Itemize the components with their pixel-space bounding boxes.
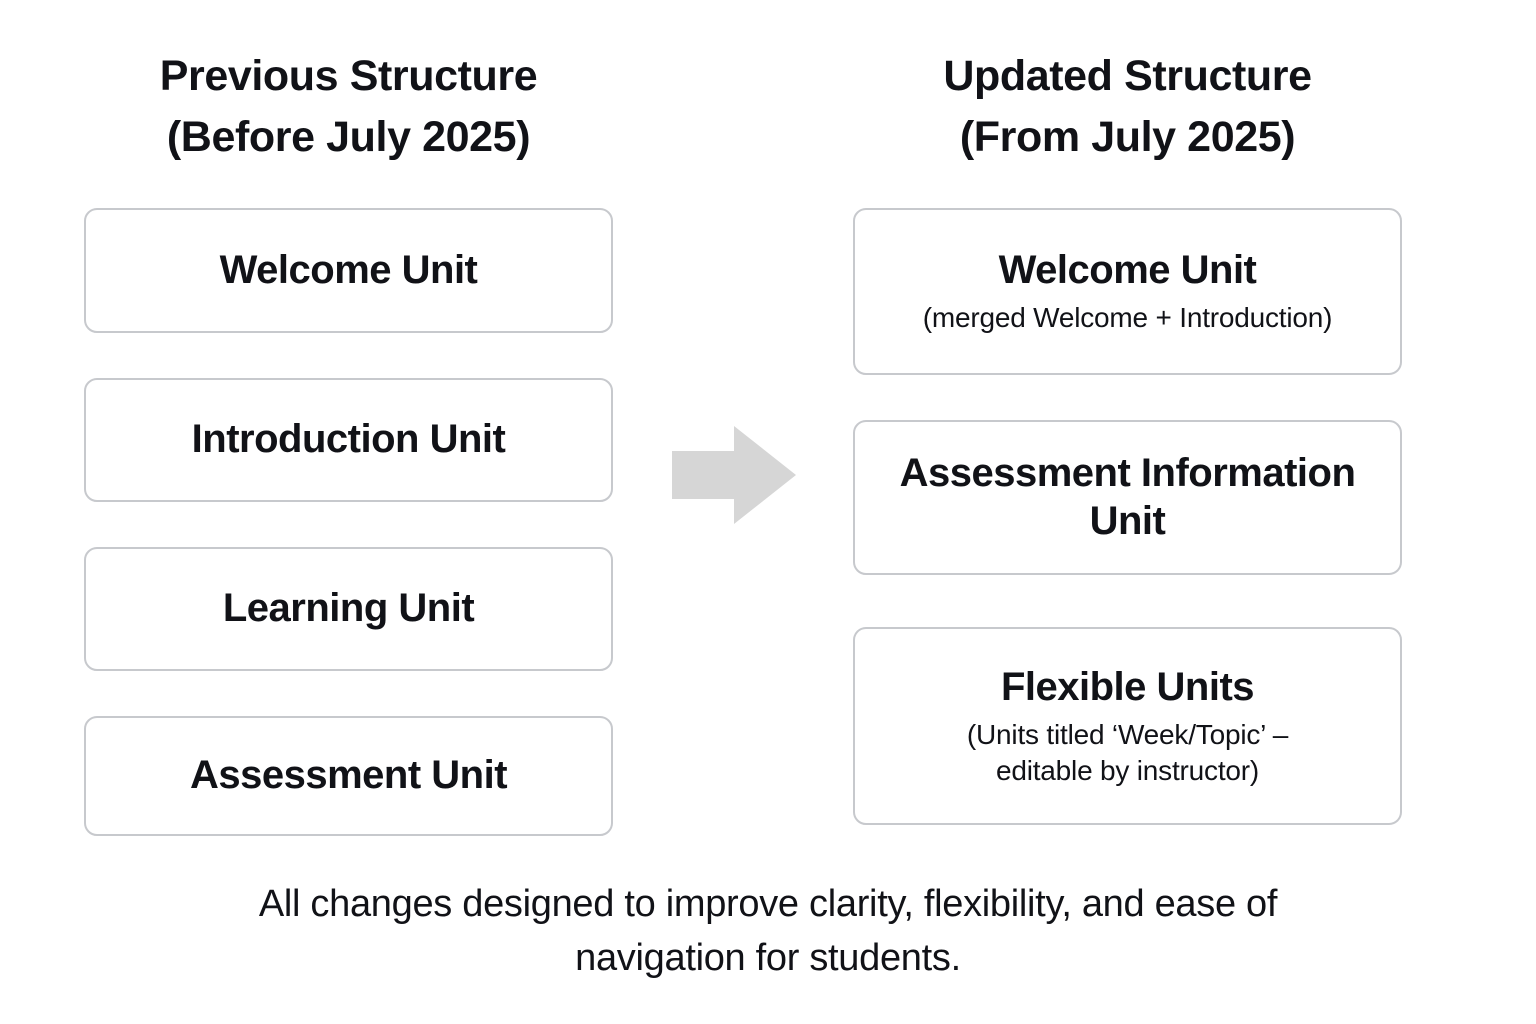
previous-unit-box-welcome[interactable]: Welcome Unit — [84, 208, 613, 333]
right-arrow-icon — [672, 424, 796, 526]
unit-title: Learning Unit — [222, 586, 475, 631]
updated-unit-box-assessment-information[interactable]: Assessment Information Unit — [853, 420, 1402, 575]
updated-structure-heading: Updated Structure (From July 2025) — [943, 52, 1312, 162]
previous-structure-heading: Previous Structure (Before July 2025) — [159, 52, 538, 162]
unit-title: Assessment Information Unit — [899, 451, 1356, 543]
previous-unit-box-assessment[interactable]: Assessment Unit — [84, 716, 613, 836]
unit-title: Flexible Units — [1000, 664, 1255, 709]
previous-unit-box-learning[interactable]: Learning Unit — [84, 547, 613, 671]
unit-subtitle: (Units titled ‘Week/Topic’ – editable by… — [966, 719, 1289, 786]
unit-title: Welcome Unit — [219, 247, 478, 292]
unit-title: Welcome Unit — [998, 248, 1257, 293]
previous-unit-box-introduction[interactable]: Introduction Unit — [84, 378, 613, 502]
unit-title: Introduction Unit — [191, 417, 506, 462]
unit-title: Assessment Unit — [189, 753, 508, 798]
updated-unit-box-flexible-units[interactable]: Flexible Units (Units titled ‘Week/Topic… — [853, 627, 1402, 825]
unit-subtitle: (merged Welcome + Introduction) — [922, 302, 1333, 334]
summary-caption: All changes designed to improve clarity,… — [258, 883, 1278, 979]
updated-unit-box-welcome[interactable]: Welcome Unit (merged Welcome + Introduct… — [853, 208, 1402, 375]
